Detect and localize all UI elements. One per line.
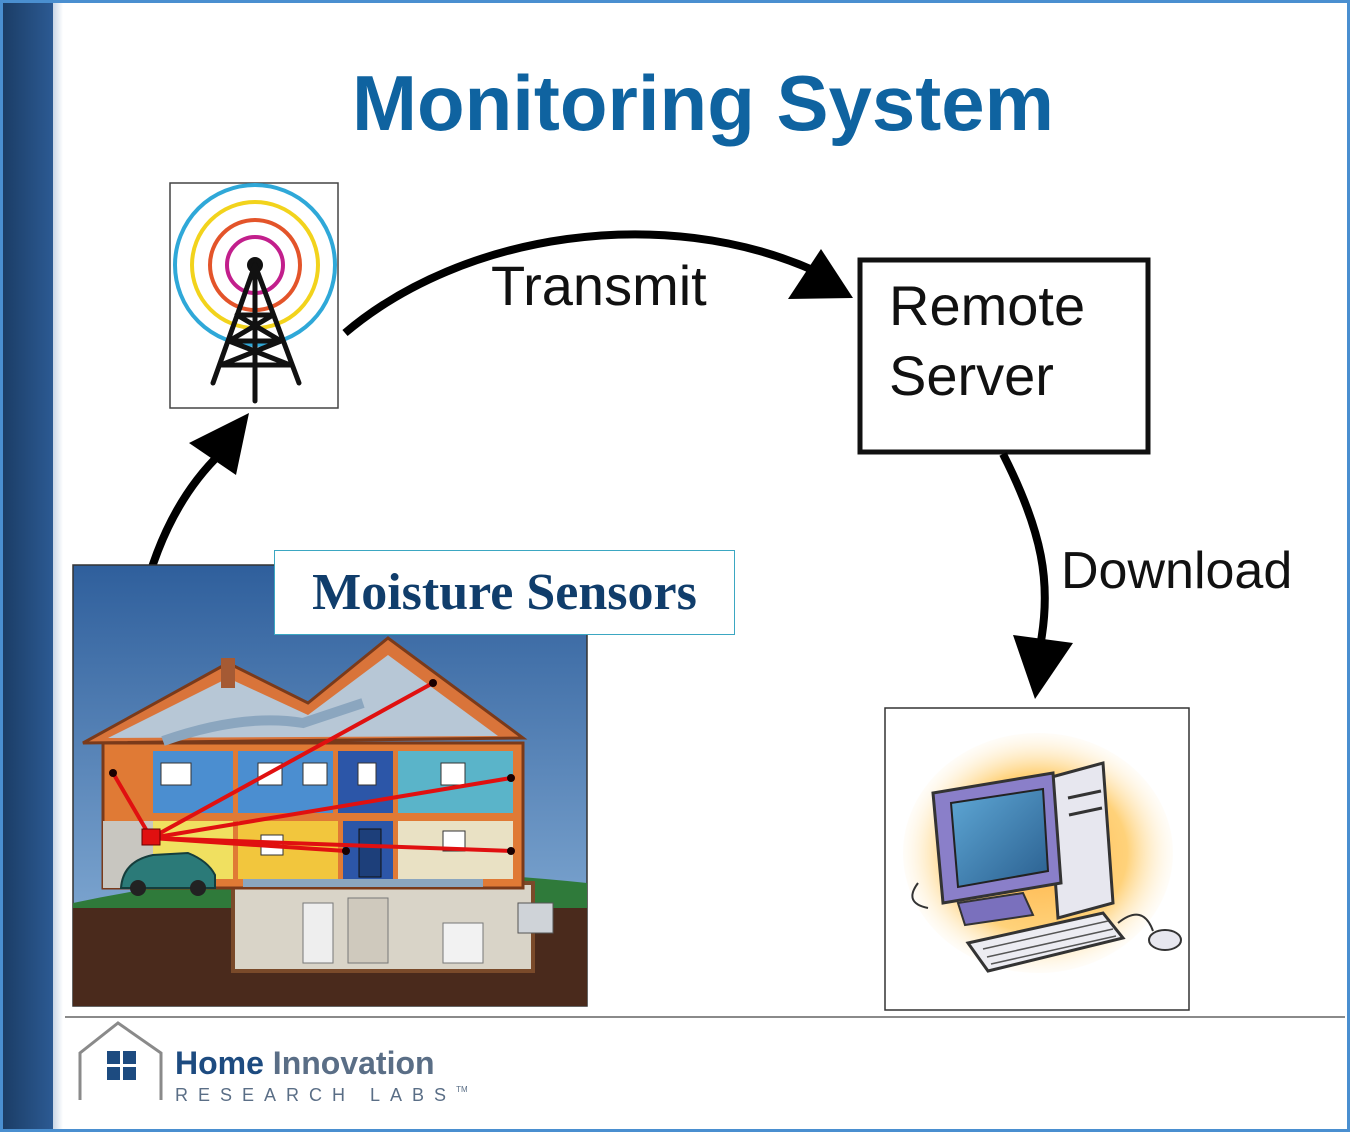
sensor-hub	[141, 828, 161, 846]
diagram	[72, 182, 1190, 1100]
remote-server-box	[857, 257, 1151, 455]
computer-illustration	[884, 707, 1190, 1011]
download-arrow	[999, 452, 1073, 699]
download-label: Download	[1061, 542, 1293, 600]
remote-server-label-line2: Server	[889, 344, 1054, 407]
logo-sub-text: RESEARCH LABS	[175, 1085, 457, 1105]
transmit-label: Transmit	[491, 254, 707, 317]
left-accent-bar	[3, 3, 53, 1129]
logo-wordmark: Home Innovation	[175, 1045, 435, 1082]
sensor-lines	[111, 681, 512, 853]
logo-mark	[78, 1021, 163, 1100]
computer-icon	[911, 761, 1182, 973]
moisture-sensors-label: Moisture Sensors	[274, 550, 735, 635]
transmit-arrow	[342, 230, 853, 337]
footer-divider	[65, 1016, 1345, 1018]
left-bar-shade	[53, 3, 63, 1129]
remote-server-label-line1: Remote	[889, 274, 1086, 337]
radio-tower-icon	[210, 262, 302, 404]
logo-name-light: Innovation	[272, 1045, 435, 1081]
logo-name-bold: Home	[175, 1045, 264, 1081]
house-illustration	[72, 564, 588, 1007]
logo-tm: TM	[456, 1085, 468, 1094]
radio-tower-box	[169, 182, 339, 409]
logo-subtitle: RESEARCH LABSTM	[175, 1085, 468, 1106]
slide-title: Monitoring System	[351, 59, 1055, 147]
